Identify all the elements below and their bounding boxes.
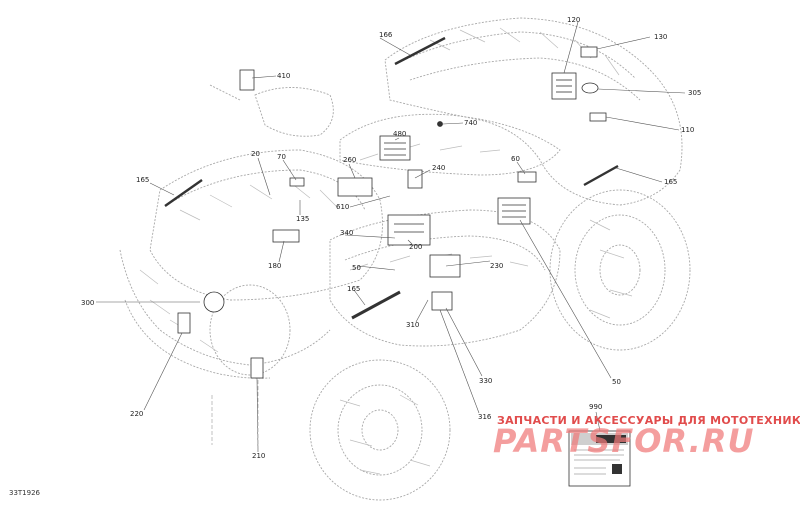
- decals: [177, 46, 607, 379]
- construction-lines: [211, 380, 259, 450]
- callout-110: 110: [681, 126, 695, 134]
- decal-305: [581, 82, 599, 94]
- callout-260: 260: [343, 156, 357, 164]
- callout-740: 740: [464, 119, 478, 127]
- decal-740: [437, 121, 443, 127]
- decal-180: [272, 229, 300, 243]
- callout-220: 220: [130, 410, 144, 418]
- decal-130: [580, 46, 598, 58]
- callout-165-left: 165: [136, 176, 150, 184]
- callout-135: 135: [296, 215, 310, 223]
- rear-wheel: [549, 189, 691, 351]
- decal-330: [431, 291, 453, 311]
- callout-340: 340: [340, 229, 354, 237]
- callout-300: 300: [81, 299, 95, 307]
- decal-480: [379, 135, 411, 161]
- decal-200: [387, 214, 431, 246]
- front-wheel-near: [309, 359, 451, 501]
- atv-outline: [119, 17, 683, 379]
- callout-60: 60: [511, 155, 520, 163]
- decal-110: [589, 112, 607, 122]
- callout-990: 990: [589, 403, 603, 411]
- callout-610: 610: [336, 203, 350, 211]
- decal-220: [177, 312, 191, 334]
- callout-20: 20: [251, 150, 260, 158]
- watermark-tagline: ЗАПЧАСТИ И АКСЕССУАРЫ ДЛЯ МОТОТЕХНИКИ: [497, 414, 800, 427]
- decal-230: [429, 254, 461, 278]
- callout-166: 166: [379, 31, 393, 39]
- decal-410: [239, 69, 255, 91]
- watermark-brand: PARTSFOR.RU: [493, 422, 755, 460]
- callout-180: 180: [268, 262, 282, 270]
- callout-310: 310: [406, 321, 420, 329]
- decal-210: [250, 357, 264, 379]
- callout-305: 305: [688, 89, 702, 97]
- decal-165-left: [164, 179, 203, 207]
- callout-210: 210: [252, 452, 266, 460]
- decal-260: [337, 177, 373, 197]
- callout-480: 480: [393, 130, 407, 138]
- callout-410: 410: [277, 72, 291, 80]
- callout-130: 130: [654, 33, 668, 41]
- callout-200: 200: [409, 243, 423, 251]
- decal-166: [394, 36, 446, 66]
- callout-230: 230: [490, 262, 504, 270]
- callout-330: 330: [479, 377, 493, 385]
- callout-50-front: 50: [352, 264, 361, 272]
- callout-165-side: 165: [347, 285, 361, 293]
- decal-165-side: [351, 290, 401, 320]
- callout-165-rear: 165: [664, 178, 678, 186]
- sticker-990: [568, 430, 631, 487]
- front-wheel-far: [209, 284, 291, 376]
- decal-300: [203, 291, 225, 313]
- callout-316: 316: [478, 413, 492, 421]
- stripe-decals: [164, 36, 619, 320]
- document-id: 33T1926: [9, 489, 40, 497]
- callout-50-rear: 50: [612, 378, 621, 386]
- decal-70: [289, 177, 305, 187]
- callout-240: 240: [432, 164, 446, 172]
- decal-165-rear: [583, 164, 619, 187]
- wheels: [209, 189, 691, 501]
- leader-lines: [96, 21, 686, 453]
- callout-120: 120: [567, 16, 581, 24]
- decal-240: [407, 169, 423, 189]
- callout-70: 70: [277, 153, 286, 161]
- decal-60: [517, 171, 537, 183]
